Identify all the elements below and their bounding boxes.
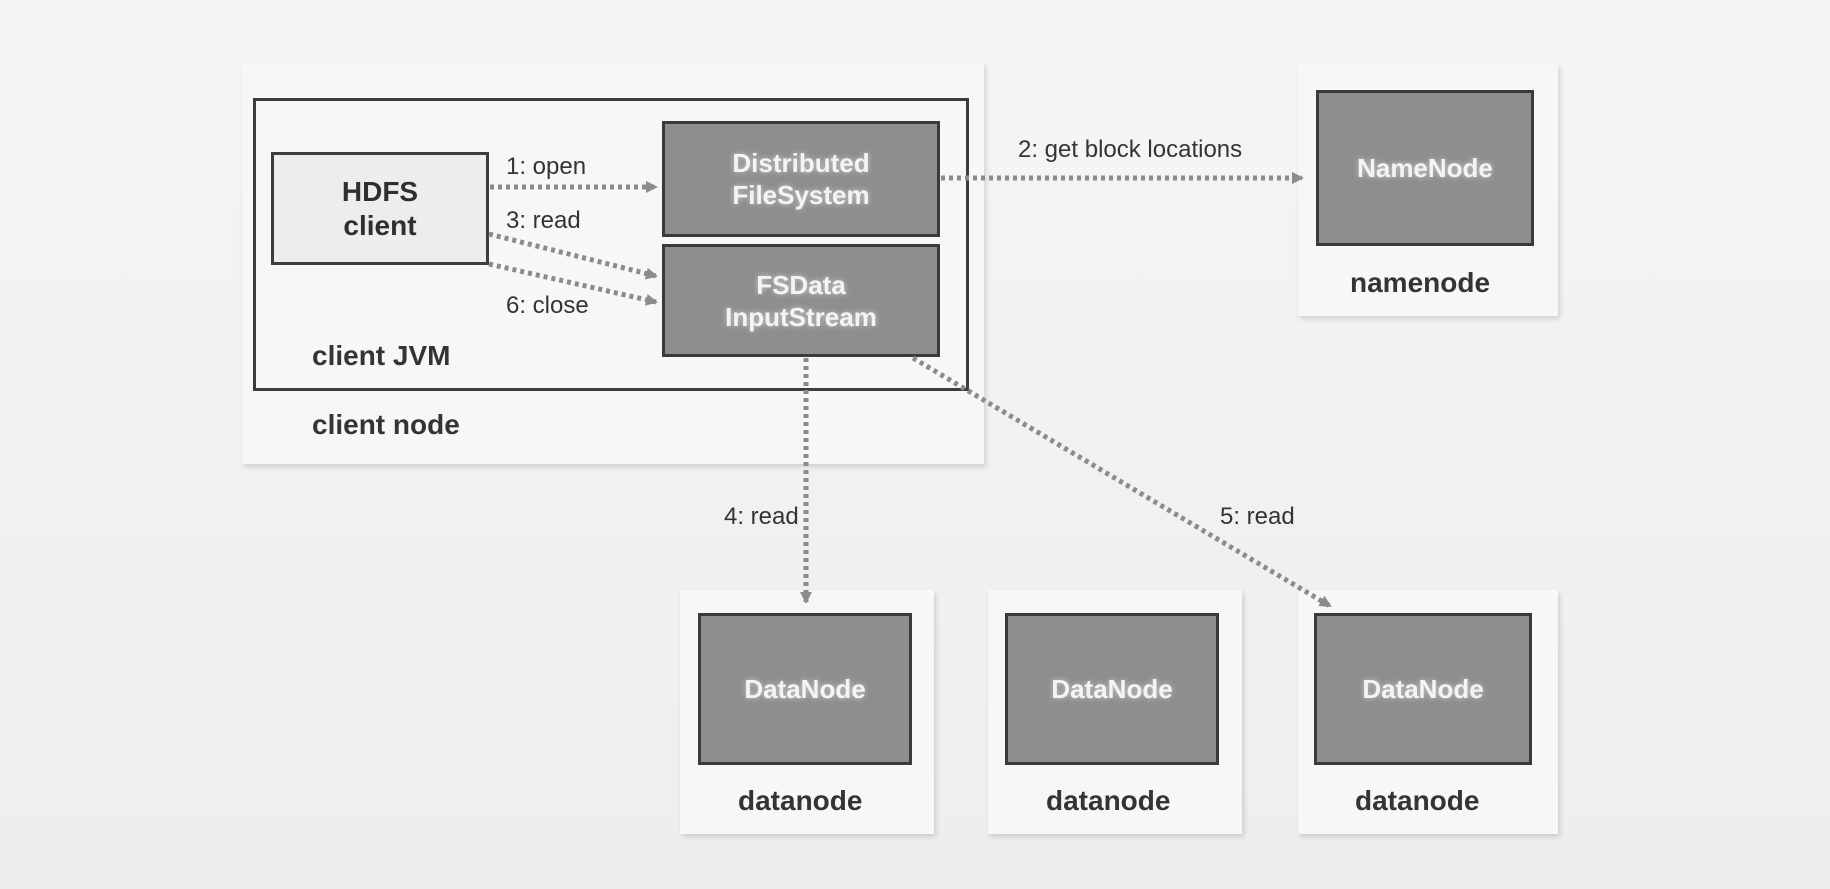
hdfs-client-line1: HDFS — [341, 175, 419, 207]
namenode-box: NameNode — [1316, 90, 1534, 246]
arrow-read-5 — [911, 355, 1332, 609]
datanode-box-2: DataNode — [1005, 613, 1219, 765]
datanode-box-1: DataNode — [698, 613, 912, 765]
namenode-host-label: namenode — [1350, 267, 1491, 298]
distributed-filesystem-line2: FileSystem — [732, 180, 870, 210]
edge-label-open: 1: open — [506, 153, 587, 180]
fsdata-inputstream-box: FSData InputStream — [662, 244, 940, 357]
hdfs-client-line2: client — [343, 209, 417, 241]
fsdata-inputstream-line1: FSData — [756, 269, 846, 300]
datanode-box-2-label: DataNode — [1051, 674, 1173, 704]
datanode-host-label-3: datanode — [1355, 785, 1480, 816]
hdfs-client-box: HDFS client — [271, 152, 489, 265]
distributed-filesystem-box: Distributed FileSystem — [662, 121, 940, 237]
fsdata-inputstream-line2: InputStream — [725, 301, 877, 332]
datanode-box-3-label: DataNode — [1362, 674, 1484, 704]
namenode-box-label: NameNode — [1357, 153, 1493, 183]
distributed-filesystem-line1: Distributed — [732, 148, 870, 178]
datanode-box-3: DataNode — [1314, 613, 1532, 765]
datanode-host-label-1: datanode — [738, 785, 863, 816]
client-node-label: client node — [312, 409, 460, 440]
edge-label-read-3: 3: read — [506, 207, 581, 234]
edge-label-close: 6: close — [506, 292, 589, 319]
edge-label-get-block-locations: 2: get block locations — [1018, 136, 1243, 163]
client-jvm-frame — [253, 98, 969, 391]
datanode-box-1-label: DataNode — [744, 674, 866, 704]
edge-label-read-4: 4: read — [724, 503, 799, 530]
edge-label-read-5: 5: read — [1220, 503, 1295, 530]
client-jvm-label: client JVM — [312, 340, 451, 371]
datanode-host-label-2: datanode — [1046, 785, 1171, 816]
